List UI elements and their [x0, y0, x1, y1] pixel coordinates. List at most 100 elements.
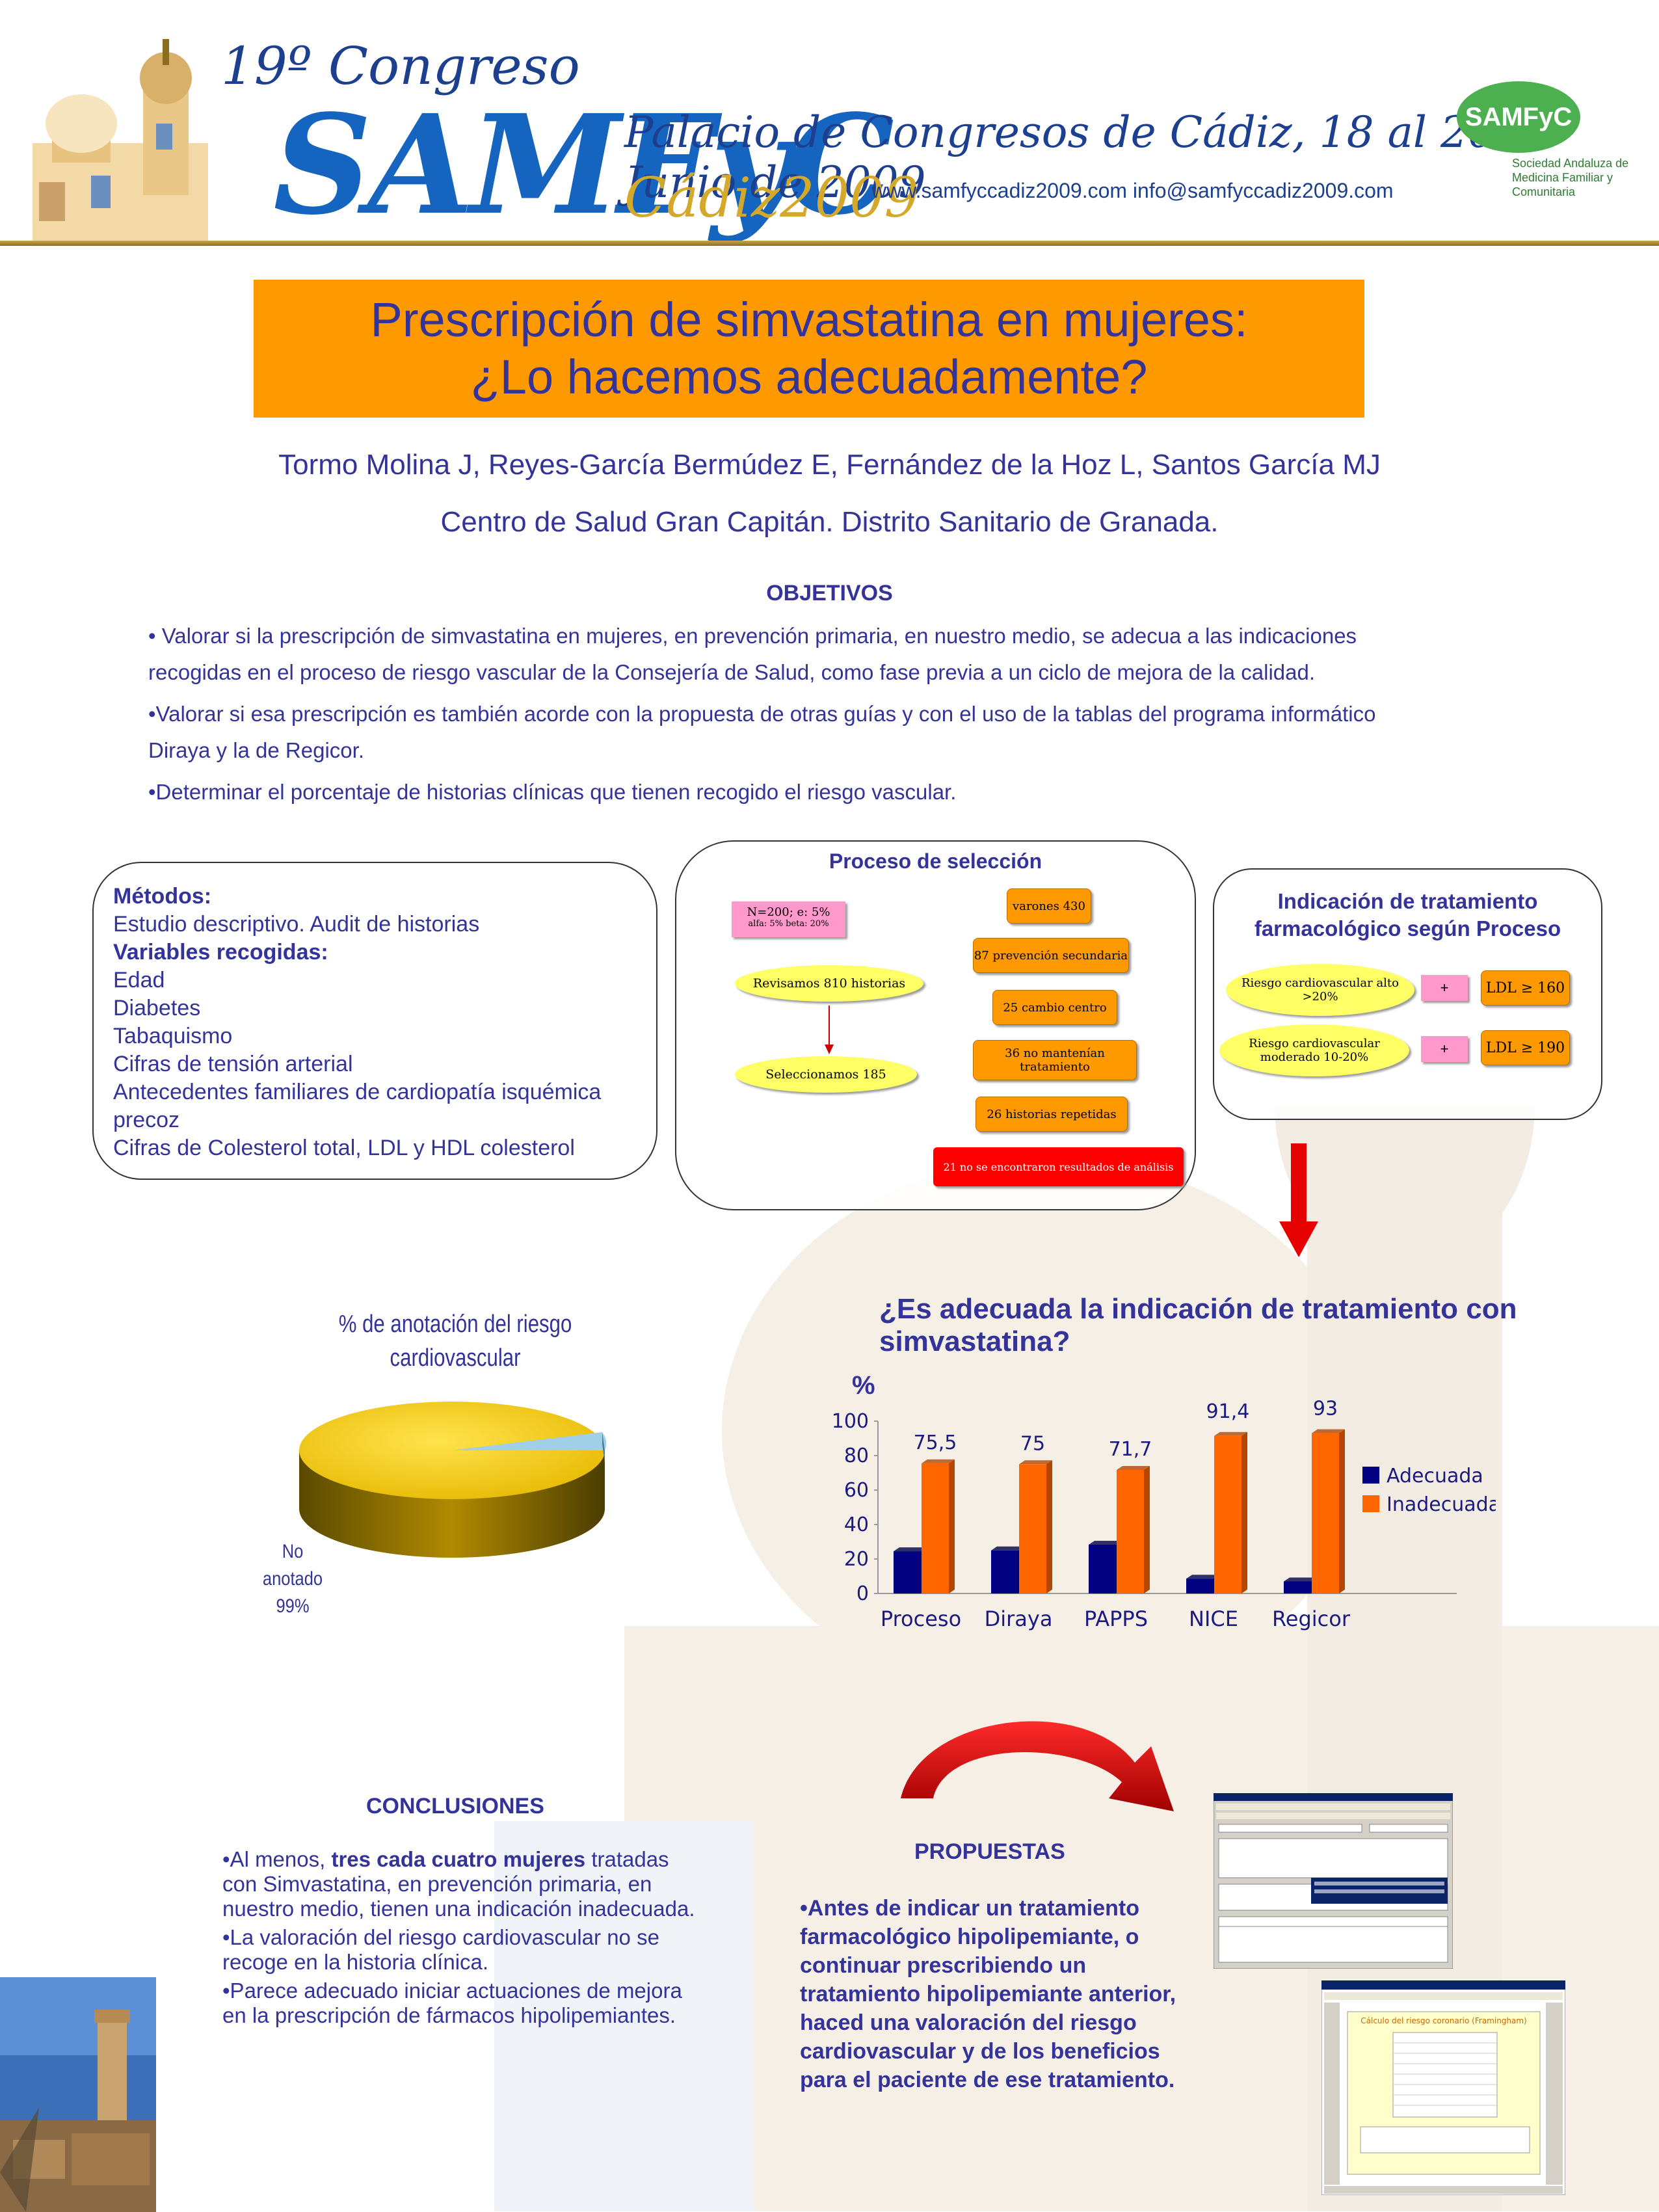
y-tick-label: 80 — [844, 1445, 869, 1467]
indicacion-panel: Indicación de tratamiento farmacológico … — [1213, 868, 1602, 1120]
diraya-screenshot — [1214, 1793, 1453, 1969]
conclusion-1-rest: tratadas con Simvastatina, en prevención… — [222, 1847, 695, 1921]
bar-top-adecuada — [991, 1546, 1024, 1551]
pie-label-2: anotado — [262, 1568, 323, 1590]
bar-top-inadecuada — [1312, 1429, 1345, 1433]
bar-inadecuada — [1117, 1469, 1144, 1593]
bar-top-adecuada — [1089, 1541, 1122, 1545]
conclusion-3: •Parece adecuado iniciar actuaciones de … — [222, 1979, 682, 2027]
bar-inadecuada — [922, 1463, 949, 1593]
bar-top-adecuada — [1186, 1575, 1219, 1579]
plus-box: + — [1421, 975, 1468, 1001]
variable-item: Edad — [113, 968, 165, 993]
pie-title: % de anotación del riesgo cardiovascular — [295, 1307, 615, 1375]
x-tick-label: Diraya — [985, 1606, 1053, 1631]
pie-label-3: 99% — [276, 1595, 310, 1617]
objetivo-3: •Determinar el porcentaje de historias c… — [148, 780, 957, 804]
metodos-desc: Estudio descriptivo. Audit de historias — [113, 912, 480, 937]
legend-swatch — [1362, 1495, 1379, 1512]
variable-item: Cifras de Colesterol total, LDL y HDL co… — [113, 1136, 575, 1160]
exclusion-box: 26 historias repetidas — [975, 1097, 1128, 1132]
exclusion-box: 36 no mantenían tratamiento — [973, 1040, 1137, 1080]
red-down-arrow-icon — [1279, 1143, 1318, 1257]
title-line-2: ¿Lo hacemos adecuadamente? — [470, 350, 1148, 404]
conclusiones-text: •Al menos, tres cada cuatro mujeres trat… — [222, 1847, 704, 2028]
bar-adecuada — [1186, 1579, 1214, 1593]
poster-header — [0, 0, 1659, 247]
y-tick-label: 40 — [844, 1513, 869, 1536]
legend-label: Adecuada — [1387, 1465, 1483, 1487]
sample-size: N=200; e: 5% — [747, 905, 830, 919]
objetivo-2b: Diraya y la de Regicor. — [148, 738, 364, 762]
seleccion-heading: Proceso de selección — [829, 849, 1042, 873]
data-label: 91,4 — [1206, 1400, 1250, 1423]
poster-title: Prescripción de simvastatina en mujeres:… — [254, 280, 1364, 418]
samfyc-logo: SAMFyC — [1457, 81, 1580, 153]
bar-side-inadecuada — [1046, 1460, 1052, 1593]
x-tick-label: NICE — [1189, 1606, 1238, 1631]
metodos-heading: Métodos: — [113, 884, 212, 909]
ldl-160-box: LDL ≥ 160 — [1481, 970, 1570, 1006]
variable-item: Antecedentes familiares de cardiopatía i… — [113, 1080, 602, 1104]
seleccion-panel: Proceso de selección N=200; e: 5% alfa: … — [675, 840, 1196, 1210]
red-exclusion-box: 21 no se encontraron resultados de análi… — [933, 1147, 1184, 1186]
bar-top-inadecuada — [1117, 1465, 1150, 1470]
framingham-screenshot: Cálculo del riesgo coronario (Framingham… — [1321, 1980, 1565, 2195]
legend-swatch — [1362, 1467, 1379, 1484]
variables-heading: Variables recogidas: — [113, 940, 328, 965]
propuestas-text: •Antes de indicar un tratamiento farmaco… — [800, 1896, 1176, 2092]
plus-box: + — [1421, 1036, 1468, 1062]
legend-label: Inadecuada — [1387, 1493, 1496, 1516]
y-tick-label: 60 — [844, 1479, 869, 1502]
conclusion-1-bold: tres cada cuatro mujeres — [331, 1847, 586, 1871]
authors: Tormo Molina J, Reyes-García Bermúdez E,… — [278, 449, 1381, 481]
curved-arrow-icon — [901, 1721, 1174, 1811]
pie-title-2: cardiovascular — [390, 1344, 521, 1372]
affiliation: Centro de Salud Gran Capitán. Distrito S… — [440, 506, 1219, 538]
indicacion-heading-1: Indicación de tratamiento — [1277, 889, 1538, 913]
congress-city: Cádiz2009 — [624, 166, 920, 230]
congress-name: SAMFyC — [273, 85, 894, 245]
variable-item: Diabetes — [113, 996, 201, 1020]
pie-title-1: % de anotación del riesgo — [338, 1311, 572, 1338]
bar-chart: 02040608010075,5Proceso75Diraya71,7PAPPS… — [832, 1398, 1496, 1631]
objetivo-1b: recogidas en el proceso de riesgo vascul… — [148, 660, 1316, 684]
conclusion-2: •La valoración del riesgo cardiovascular… — [222, 1925, 659, 1974]
pie-chart — [299, 1402, 607, 1558]
data-label: 93 — [1313, 1398, 1338, 1420]
y-tick-label: 20 — [844, 1548, 869, 1571]
pie-slice-anotado — [452, 1432, 607, 1450]
bar-top-adecuada — [894, 1547, 927, 1552]
data-label: 75 — [1020, 1432, 1045, 1455]
bar-chart-title: ¿Es adecuada la indicación de tratamient… — [879, 1293, 1517, 1357]
conclusion-1-pre: •Al menos, — [222, 1847, 332, 1871]
bar-adecuada — [894, 1551, 921, 1593]
bar-top-inadecuada — [922, 1459, 955, 1463]
objetivos-text: • Valorar si la prescripción de simvasta… — [148, 618, 1579, 810]
objetivo-1a: • Valorar si la prescripción de simvasta… — [148, 624, 1357, 648]
ldl-190-box: LDL ≥ 190 — [1481, 1030, 1570, 1065]
framingham-title: Cálculo del riesgo coronario (Framingham… — [1360, 2016, 1527, 2025]
objetivos-heading: OBJETIVOS — [766, 581, 893, 606]
pie-label-1: No — [282, 1541, 304, 1562]
data-label: 71,7 — [1109, 1438, 1152, 1461]
y-tick-label: 100 — [832, 1410, 869, 1433]
title-line-1: Prescripción de simvastatina en mujeres: — [370, 293, 1248, 347]
variable-item: precoz — [113, 1108, 180, 1132]
congress-number: 19º Congreso — [221, 36, 580, 96]
y-tick-label: 0 — [856, 1582, 869, 1605]
x-tick-label: PAPPS — [1084, 1606, 1148, 1631]
bar-top-inadecuada — [1019, 1460, 1052, 1465]
seleccionamos-oval: Seleccionamos 185 — [735, 1056, 917, 1093]
pie-label: No anotado 99% — [254, 1538, 332, 1620]
propuestas-heading: PROPUESTAS — [914, 1839, 1065, 1864]
samfyc-logo-subtitle: Sociedad Andaluza de Medicina Familiar y… — [1512, 157, 1629, 198]
indicacion-heading-2: farmacológico según Proceso — [1254, 916, 1561, 940]
conclusion-1: •Al menos, tres cada cuatro mujeres trat… — [222, 1847, 704, 1921]
bar-side-inadecuada — [1339, 1429, 1345, 1593]
riesgo-moderado-oval: Riesgo cardiovascular moderado 10-20% — [1219, 1024, 1409, 1076]
congress-web: www.samfyccadiz2009.com info@samfyccadiz… — [871, 179, 1394, 202]
exclusion-box: 25 cambio centro — [992, 990, 1117, 1025]
bar-inadecuada — [1214, 1435, 1241, 1593]
bar-top-adecuada — [1284, 1577, 1317, 1582]
